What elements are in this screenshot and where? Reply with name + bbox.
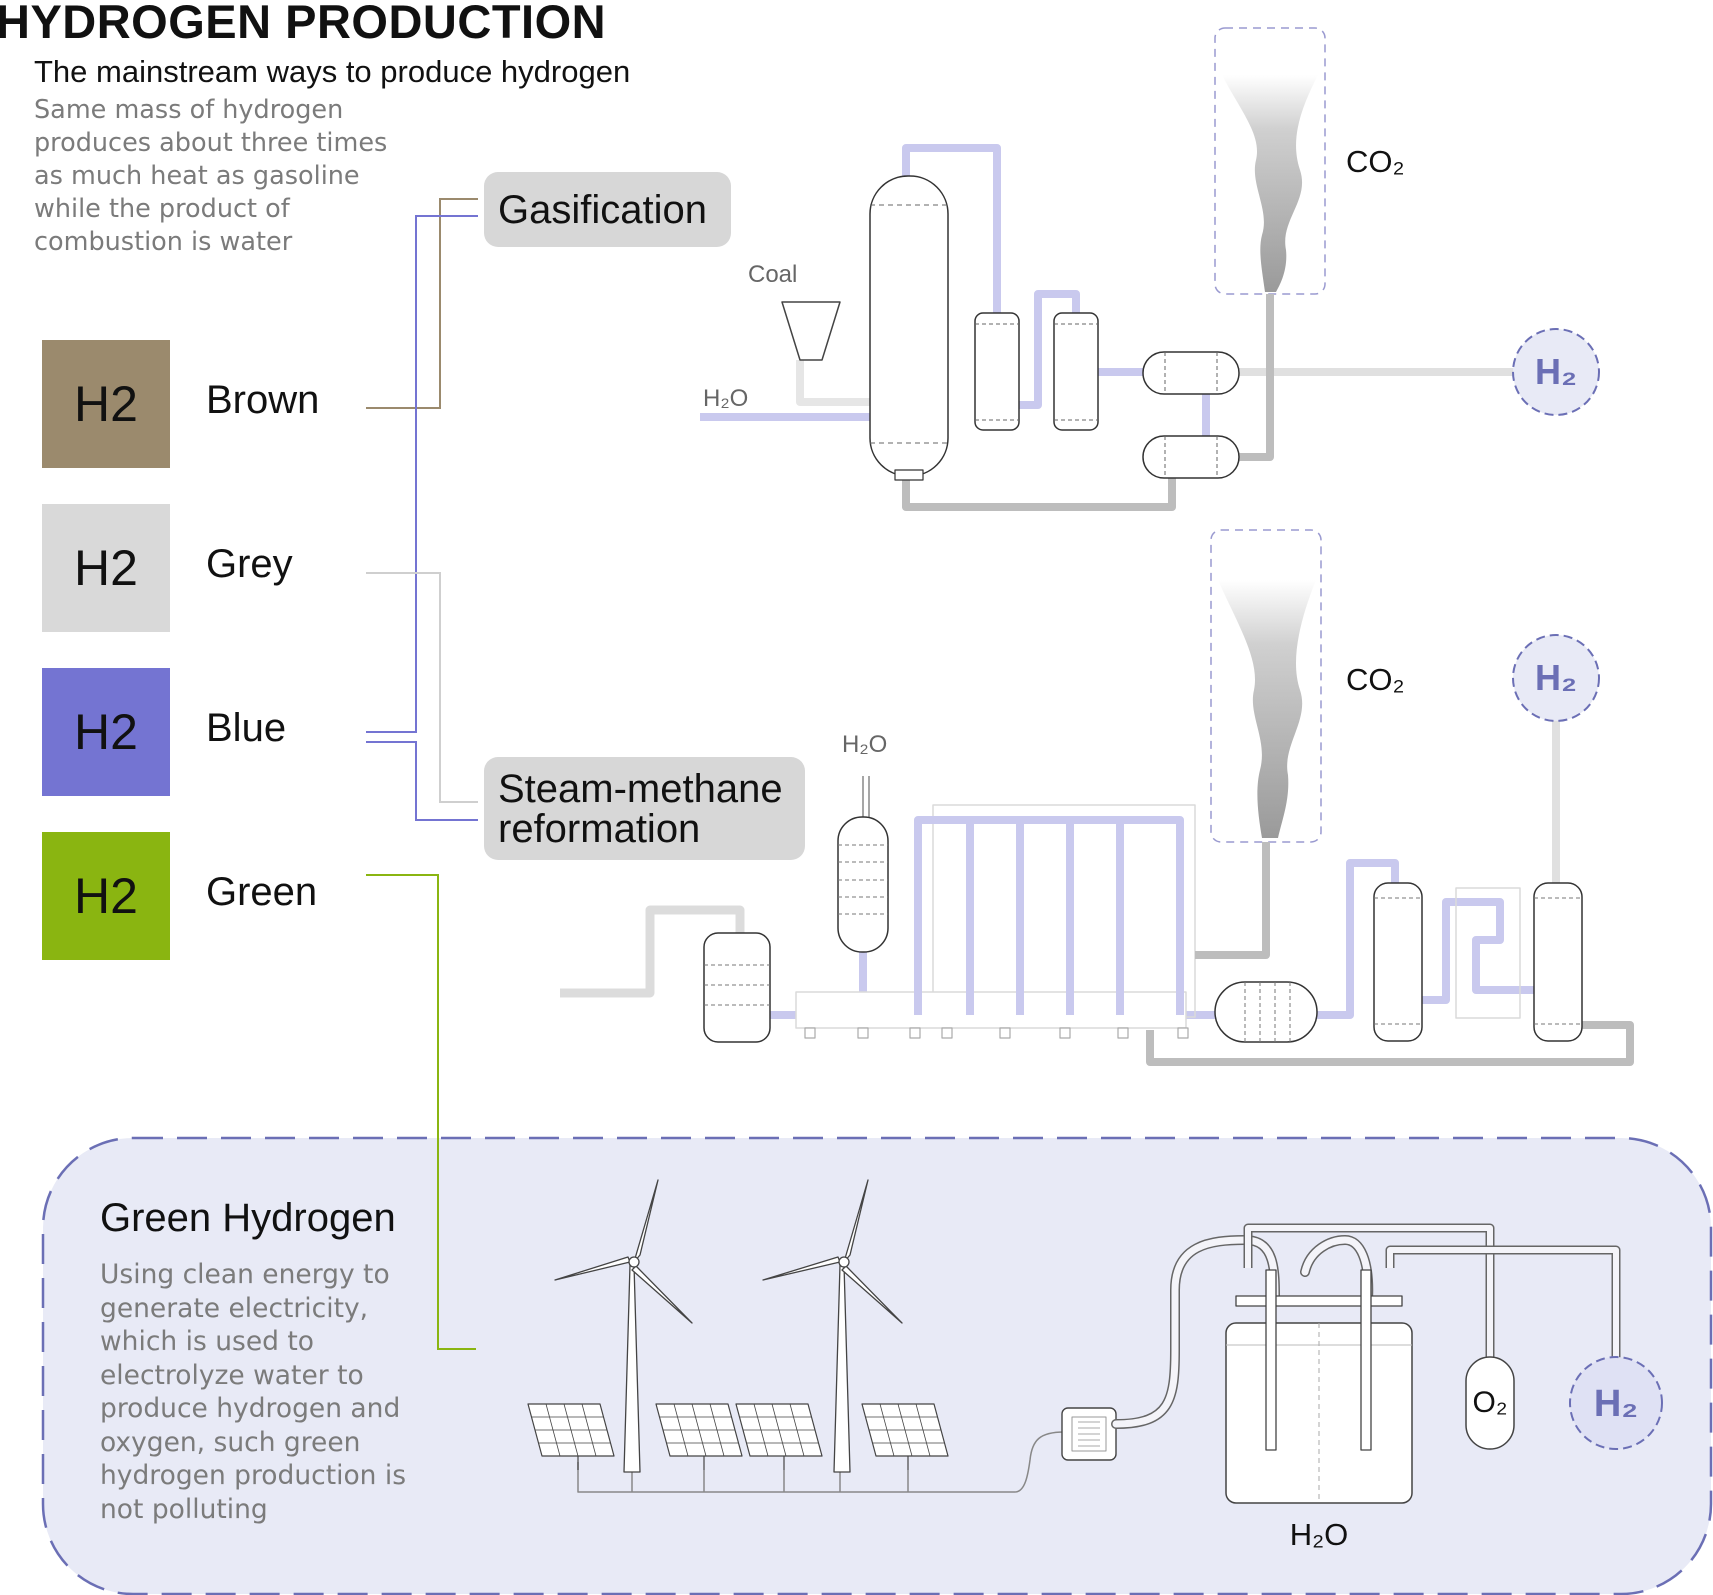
wind-turbine-2 xyxy=(762,1179,903,1473)
solar-panel-3 xyxy=(735,1403,823,1470)
separator-upper xyxy=(1142,351,1240,395)
swatch-green: H2 xyxy=(42,832,170,960)
h2-label-smr: H₂ xyxy=(1535,657,1577,698)
coal-label: Coal xyxy=(748,261,797,288)
connector-green xyxy=(366,874,476,1350)
green-hydrogen-description: Using clean energy to generate electrici… xyxy=(100,1259,407,1525)
type-label-green: Green xyxy=(206,870,318,914)
o2-label: O₂ xyxy=(1473,1386,1508,1419)
smr-plant xyxy=(560,529,1634,1066)
co2-smoke-gasification xyxy=(1222,75,1318,292)
intro-text: Same mass of hydrogen produces about thr… xyxy=(34,95,388,257)
type-label-grey: Grey xyxy=(206,542,293,586)
process-smr-label-line2: reformation xyxy=(498,806,701,851)
swatch-grey: H2 xyxy=(42,504,170,632)
gasifier-tower xyxy=(869,175,949,477)
solar-panel-1 xyxy=(527,1403,615,1470)
co2-smoke-smr xyxy=(1218,580,1316,838)
gasification-plant xyxy=(700,27,1600,511)
water-label-gasification: H₂O xyxy=(703,385,748,412)
electrode-cathode xyxy=(1265,1269,1277,1451)
solar-panel-2 xyxy=(655,1403,743,1470)
h2-output-smr xyxy=(1512,634,1600,722)
h2-label-green: H₂ xyxy=(1594,1383,1638,1425)
type-label-blue: Blue xyxy=(206,706,287,750)
purifier-tower-2 xyxy=(1533,882,1583,1042)
water-label-green: H₂O xyxy=(1290,1517,1349,1552)
process-smr: Steam-methane reformation xyxy=(484,757,805,860)
process-gasification: Gasification xyxy=(484,172,731,247)
solar-panels xyxy=(527,1403,949,1470)
co2-label-gasification: CO₂ xyxy=(1346,144,1405,179)
green-plant xyxy=(527,1179,1663,1504)
feed-drum xyxy=(703,932,771,1043)
o2-vessel xyxy=(1465,1356,1515,1450)
solar-panel-4 xyxy=(861,1403,949,1470)
page-subtitle: The mainstream ways to produce hydrogen xyxy=(34,54,631,89)
h2-output-green xyxy=(1569,1356,1663,1450)
water-label-smr: H₂O xyxy=(842,731,887,758)
electrode-anode xyxy=(1360,1269,1372,1451)
green-hydrogen-title: Green Hydrogen xyxy=(100,1196,396,1240)
h2-label-gasification: H₂ xyxy=(1535,351,1577,392)
type-label-brown: Brown xyxy=(206,378,320,422)
process-gasification-label: Gasification xyxy=(498,187,707,232)
co2-label-smr: CO₂ xyxy=(1346,662,1405,697)
water-feed-vessel xyxy=(837,816,889,953)
page-title: HYDROGEN PRODUCTION xyxy=(0,0,607,48)
scrubber-column-1 xyxy=(974,312,1020,431)
purifier-tower-1 xyxy=(1373,882,1423,1042)
swatch-brown: H2 xyxy=(42,340,170,468)
swatch-blue: H2 xyxy=(42,668,170,796)
shift-converter xyxy=(1214,981,1318,1043)
h2-output-gasification xyxy=(1512,328,1600,416)
connector-brown xyxy=(366,198,478,409)
connector-grey xyxy=(366,572,478,803)
process-smr-label-line1: Steam-methane xyxy=(498,766,783,811)
separator-lower xyxy=(1142,435,1240,479)
scrubber-column-2 xyxy=(1053,312,1099,431)
connector-blue xyxy=(366,215,478,821)
wind-turbine-1 xyxy=(554,1179,693,1473)
